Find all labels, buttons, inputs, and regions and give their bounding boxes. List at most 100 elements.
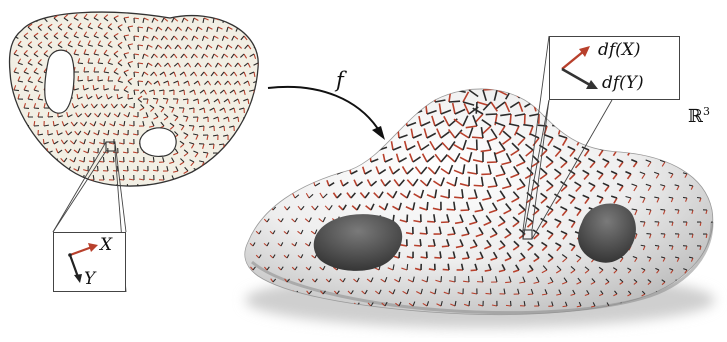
image-frame-glyph [329, 156, 335, 162]
image-frame-glyph [532, 90, 544, 98]
image-frame-glyph [294, 169, 300, 174]
domain-frame-glyph [253, 134, 258, 139]
image-frame-glyph [717, 257, 721, 261]
domain-frame-glyph [64, 184, 70, 189]
image-frame-glyph [697, 269, 701, 274]
domain-frame-glyph [42, 175, 48, 180]
domain-frame-glyph [27, 184, 33, 189]
domain-frame-glyph [55, 185, 61, 189]
image-frame-glyph [281, 169, 286, 174]
image-frame-glyph [301, 108, 307, 114]
domain-frame-glyph [38, 148, 43, 153]
domain-frame-glyph [253, 117, 258, 122]
image-frame-glyph [370, 82, 378, 90]
image-frame-glyph [573, 114, 581, 122]
domain-frame-glyph [232, 18, 238, 23]
domain-frame-glyph [223, 188, 228, 193]
domain-frame-glyph [14, 139, 19, 144]
image-frame-glyph [251, 194, 256, 198]
domain-frame-glyph [233, 153, 238, 158]
image-frame-glyph [602, 136, 609, 144]
domain-frame-glyph [14, 15, 18, 21]
image-frame-glyph [581, 126, 589, 134]
domain-frame-glyph [55, 167, 61, 171]
image-frame-glyph [717, 138, 721, 142]
domain-frame-glyph [33, 175, 39, 180]
domain-frame-glyph [249, 160, 254, 166]
image-frame-glyph [616, 137, 623, 145]
image-frame-glyph [567, 126, 575, 134]
domain-frame-glyph [33, 157, 38, 162]
image-frame-glyph [703, 138, 707, 142]
image-frame-glyph [267, 145, 272, 150]
image-frame-glyph [711, 198, 715, 202]
image-frame-glyph [257, 279, 262, 282]
domain-frame-glyph [16, 184, 22, 189]
domain-frame-glyph [249, 126, 254, 131]
domain-frame-glyph [249, 178, 254, 184]
image-frame-glyph [683, 126, 687, 130]
domain-frame-glyph [28, 148, 33, 153]
image-frame-glyph [668, 126, 673, 131]
domain-frame-glyph [243, 187, 248, 193]
image-frame-glyph [287, 109, 292, 114]
domain-frame-glyph [219, 162, 224, 167]
domain-frame-glyph [239, 179, 244, 185]
image-frame-glyph [267, 121, 272, 126]
image-frame-glyph [279, 194, 285, 198]
image-frame-glyph [697, 149, 701, 154]
domain-frame-glyph [24, 139, 29, 144]
domain-frame-glyph [243, 153, 248, 158]
image-frame-glyph [689, 137, 693, 142]
image-frame-glyph [343, 155, 350, 162]
image-frame-glyph [718, 90, 723, 94]
image-frame-glyph [668, 102, 674, 107]
image-frame-glyph [625, 126, 631, 132]
domain-frame-glyph [245, 27, 251, 31]
domain-frame-glyph [213, 170, 218, 175]
image-frame-glyph [668, 149, 673, 155]
image-frame-glyph [309, 144, 315, 150]
image-frame-glyph [315, 156, 321, 162]
domain-frame-glyph [37, 166, 43, 171]
domain-frame-glyph [209, 179, 214, 185]
image-frame-glyph [406, 92, 416, 102]
label-space-exponent: 3 [703, 105, 710, 118]
domain-frame-glyph [13, 157, 19, 162]
label-dfy: df(Y) [602, 75, 644, 92]
image-frame-glyph [640, 102, 647, 108]
domain-frame-glyph [27, 166, 33, 171]
domain-frame-glyph [239, 161, 244, 166]
image-frame-glyph [558, 114, 567, 123]
image-frame-glyph [357, 130, 364, 138]
label-x: X [100, 237, 112, 254]
image-frame-glyph [711, 246, 715, 250]
image-frame-glyph [281, 121, 286, 126]
domain-frame-glyph [203, 170, 208, 176]
image-frame-glyph [717, 280, 721, 285]
image-frame-glyph [441, 80, 451, 90]
domain-frame-glyph [46, 166, 52, 171]
image-frame-glyph [267, 170, 272, 174]
domain-frame-glyph [253, 169, 258, 175]
label-y: Y [84, 271, 95, 288]
image-frame-glyph [364, 94, 373, 102]
image-frame-glyph [553, 102, 563, 111]
domain-frame-glyph [241, 18, 247, 22]
image-frame-glyph [350, 94, 358, 102]
image-frame-glyph [266, 97, 271, 102]
image-frame-glyph [631, 137, 637, 144]
domain-frame-glyph [60, 176, 66, 180]
image-frame-glyph [717, 210, 721, 214]
image-frame-glyph [259, 158, 263, 162]
label-space: ℝ3 [688, 106, 710, 126]
domain-frame-glyph [14, 121, 19, 126]
domain-frame-glyph [43, 157, 49, 162]
image-frame-glyph [328, 83, 335, 90]
image-frame-glyph [704, 280, 707, 285]
image-frame-glyph [703, 185, 707, 189]
domain-frame-glyph [213, 188, 218, 194]
image-frame-glyph [625, 102, 632, 108]
image-frame-glyph [378, 93, 387, 102]
